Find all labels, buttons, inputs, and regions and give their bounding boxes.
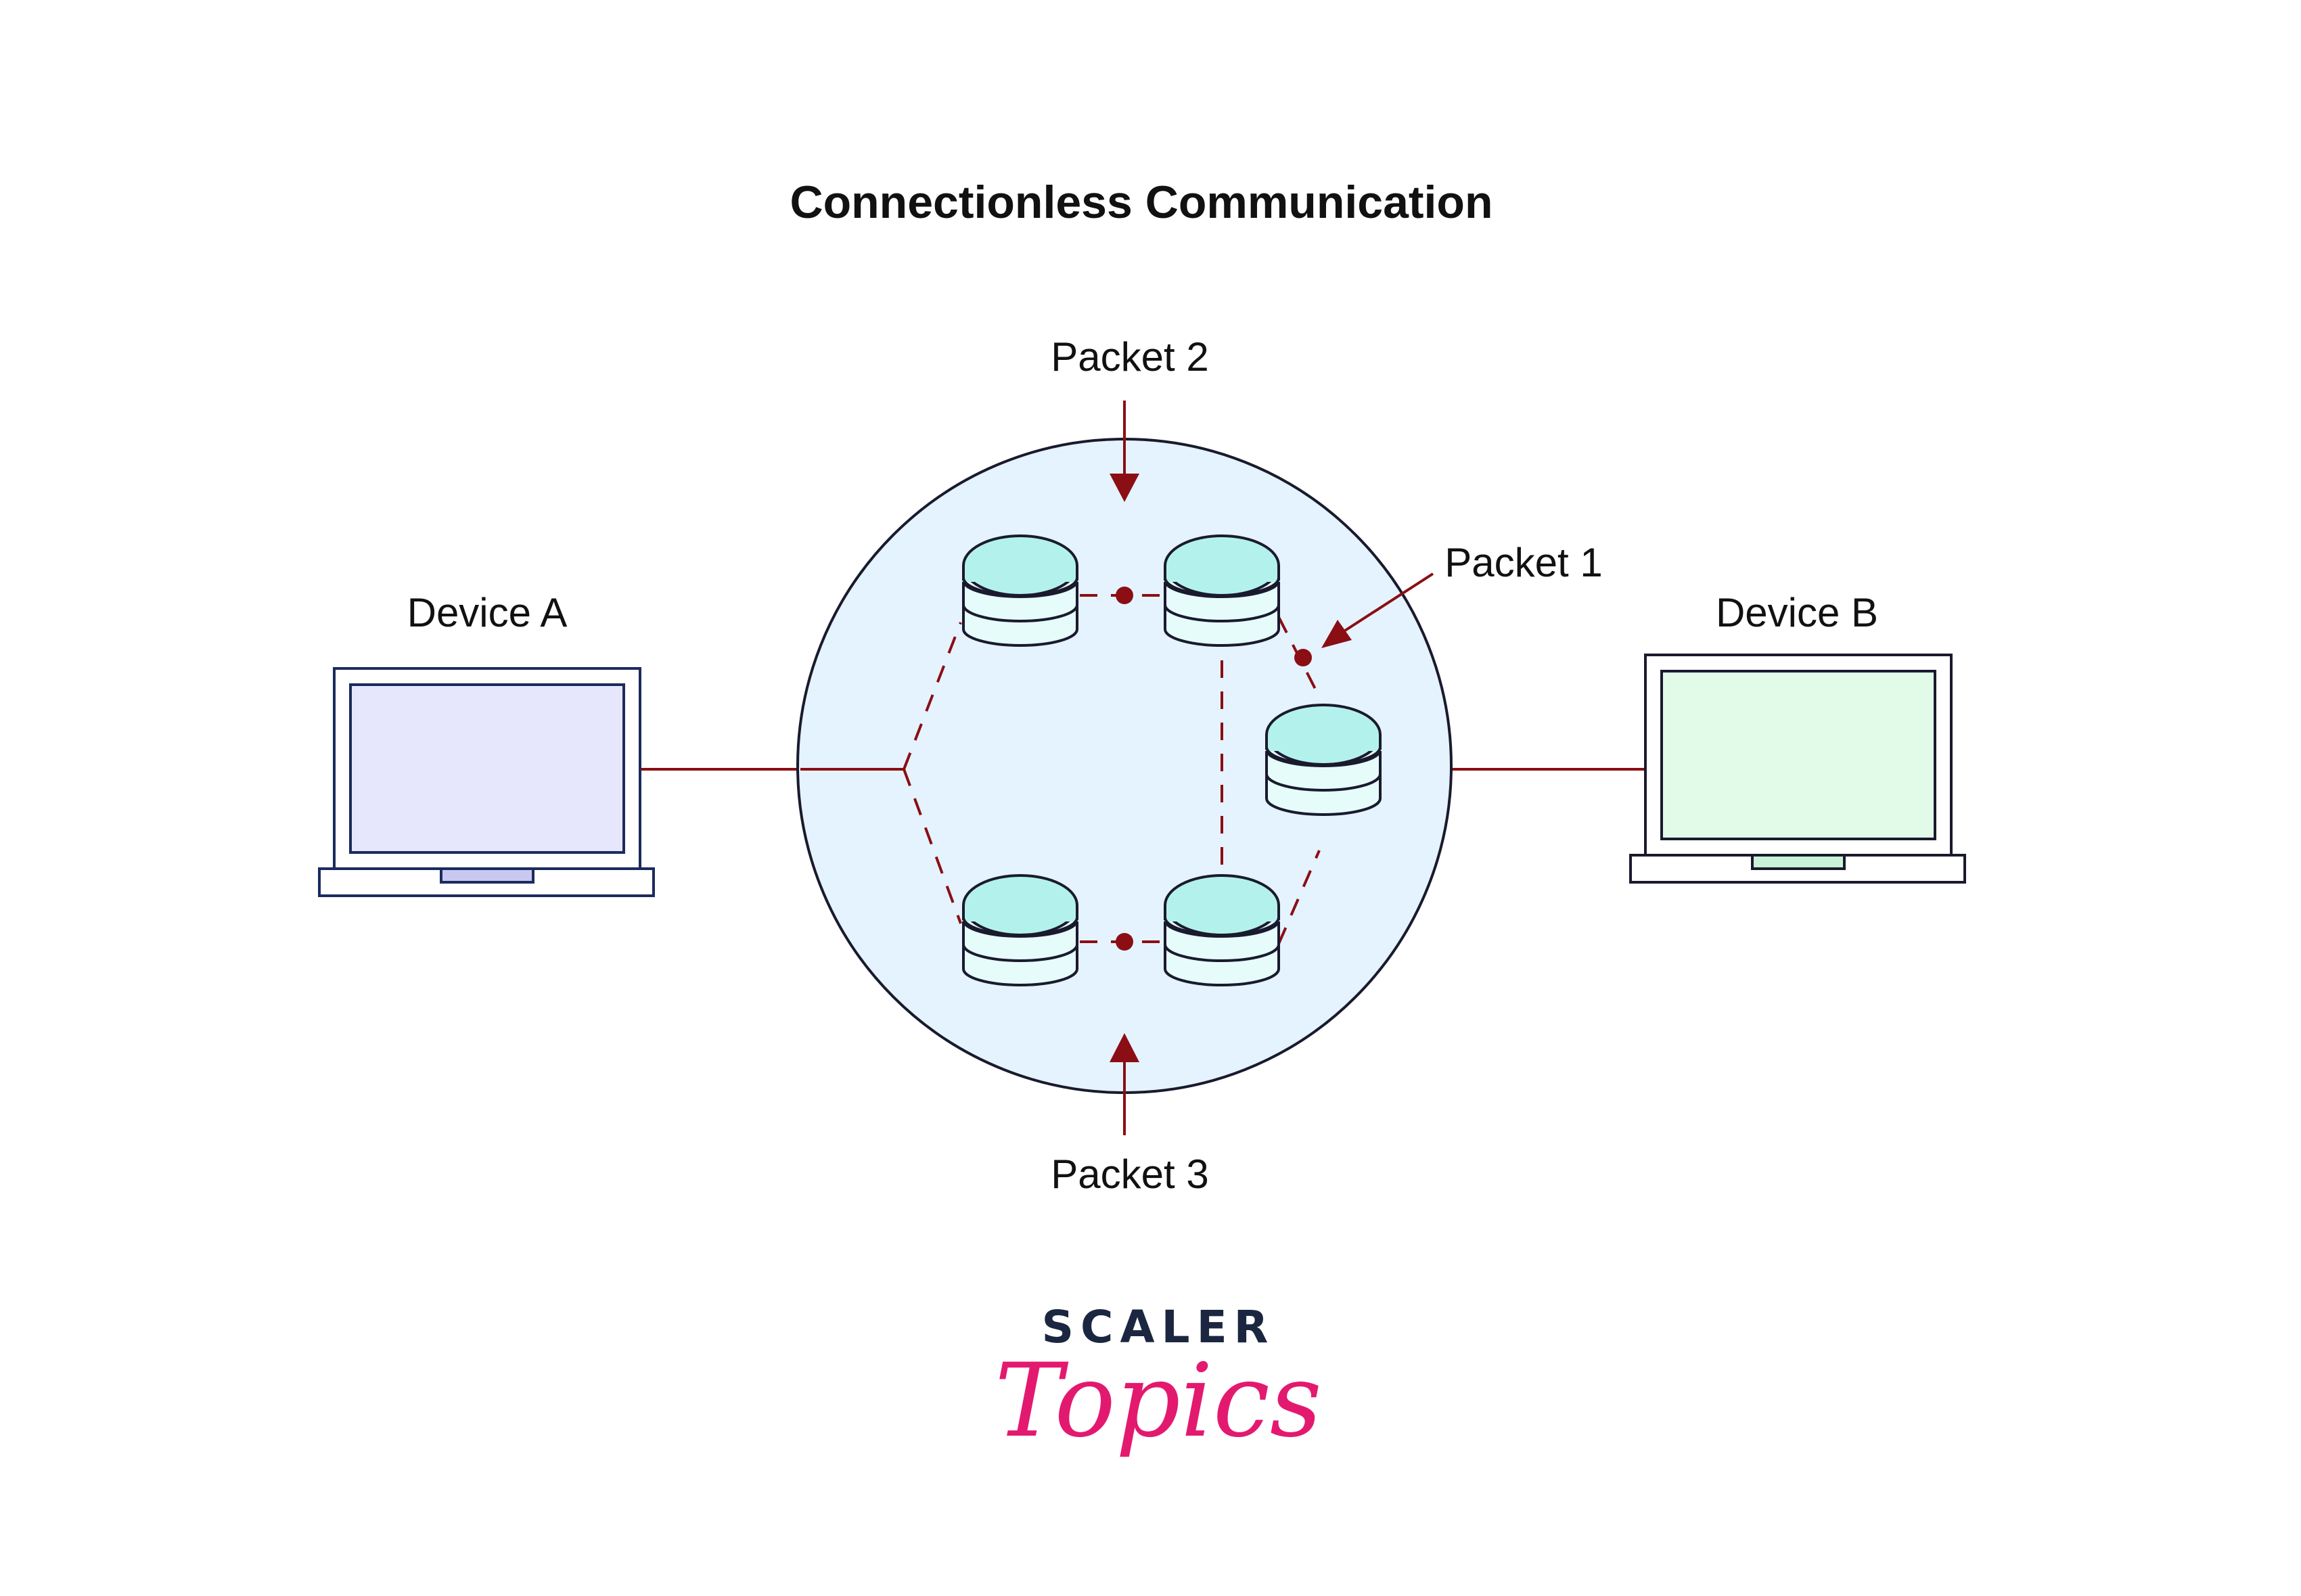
laptop-icon (318, 667, 655, 897)
database-icon (1264, 704, 1383, 816)
database-icon (961, 534, 1080, 647)
packet-dot-icon (1116, 933, 1133, 951)
device-b-trackpad (1751, 854, 1846, 870)
packet-1-label: Packet 1 (1444, 540, 1602, 585)
arrow-icon (1321, 620, 1352, 648)
database-icon (1162, 874, 1281, 986)
packets (1116, 587, 1312, 951)
database-icon (961, 874, 1080, 986)
device-a-trackpad (440, 867, 534, 884)
packet-3-label: Packet 3 (1051, 1152, 1208, 1197)
packet-arrows (1110, 401, 1434, 1135)
laptop-icon (1629, 654, 1966, 884)
packet-dot-icon (1294, 649, 1312, 666)
packet-dot-icon (1116, 587, 1133, 604)
scaler-topics-logo: SCALER Topics (995, 1301, 1322, 1460)
logo-line-1: SCALER (1041, 1301, 1275, 1353)
arrow-icon (1344, 572, 1434, 632)
page-title: Connectionless Communication (790, 177, 1493, 228)
database-icon (1162, 534, 1281, 647)
device-b-screen (1660, 670, 1936, 840)
device-a: Device A (318, 590, 655, 897)
device-b: Device B (1629, 590, 1966, 884)
device-b-label: Device B (1716, 590, 1878, 635)
logo-line-2: Topics (995, 1342, 1322, 1460)
packet-2-label: Packet 2 (1051, 334, 1208, 380)
path-a-bottom-left (903, 769, 962, 924)
device-a-screen (349, 683, 625, 854)
device-a-label: Device A (407, 590, 568, 635)
path-bottom-right (1277, 850, 1321, 944)
arrow-icon (1110, 474, 1139, 502)
path-a-top-left (903, 622, 962, 770)
arrow-icon (1110, 1033, 1139, 1062)
